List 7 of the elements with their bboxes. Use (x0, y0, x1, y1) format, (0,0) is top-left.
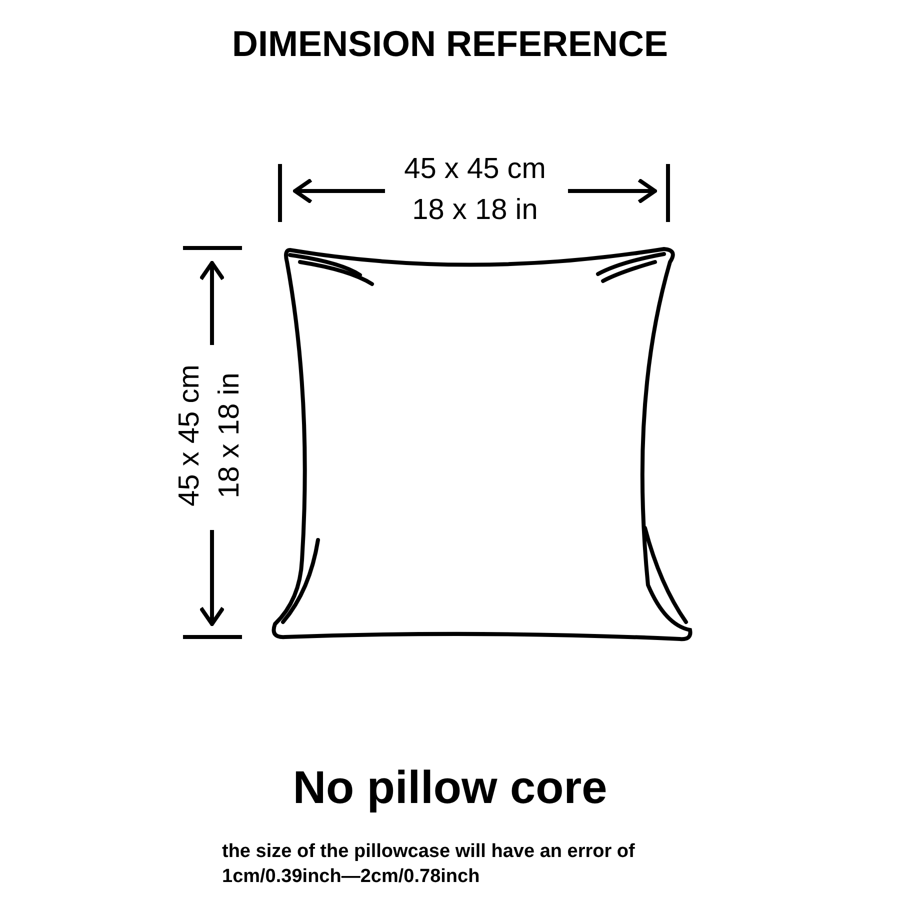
dimension-label: 18 x 18 in (411, 196, 539, 225)
heading: No pillow core (292, 764, 608, 810)
dimension-label: 18 x 18 in (216, 372, 244, 500)
note-text: the size of the pillowcase will have an error of 1cm/0.39inch—2cm/0.78inch (222, 840, 636, 889)
dimension-label: 45 x 45 cm (176, 364, 204, 508)
title: DIMENSION REFERENCE (230, 26, 670, 62)
dimension-label: 45 x 45 cm (403, 155, 547, 184)
